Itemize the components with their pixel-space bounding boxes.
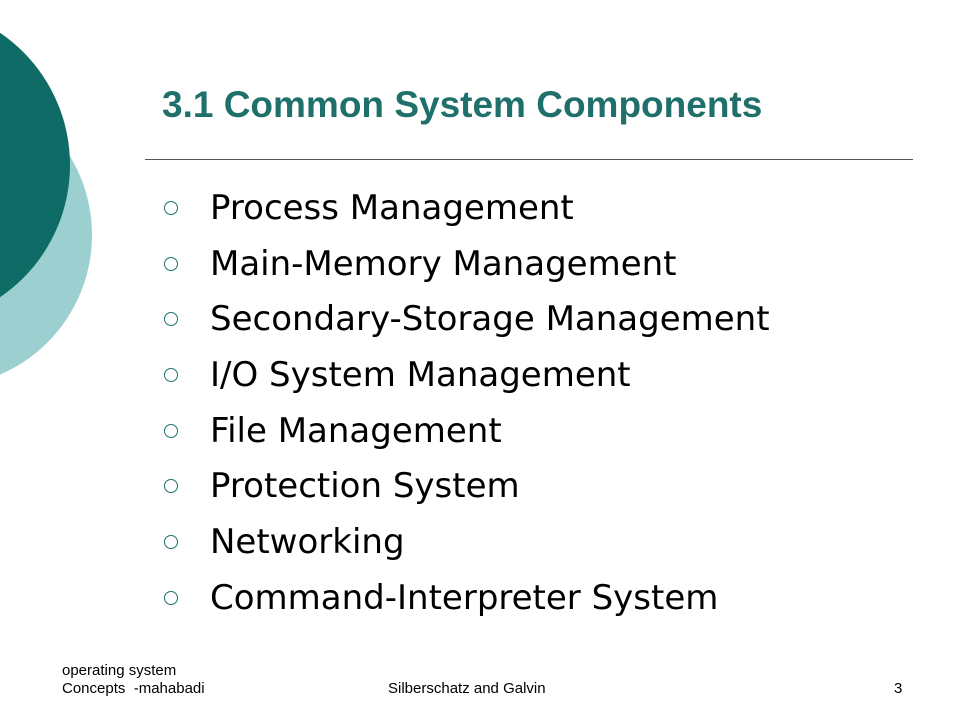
bullet-item-main-memory-management: Main-Memory Management: [160, 236, 770, 292]
bullet-label: File Management: [210, 410, 502, 451]
footer-authors: Silberschatz and Galvin: [388, 680, 546, 697]
bullet-label: Networking: [210, 521, 405, 562]
bullet-item-protection-system: Protection System: [160, 458, 770, 514]
footer-left-line1: operating system: [62, 662, 177, 679]
page-number: 3: [894, 680, 903, 697]
bullet-list: Process Management Main-Memory Managemen…: [160, 180, 770, 626]
hollow-circle-icon: [164, 590, 178, 605]
bullet-item-networking: Networking: [160, 514, 770, 570]
bullet-item-process-management: Process Management: [160, 180, 770, 236]
bullet-label: Secondary-Storage Management: [210, 299, 770, 340]
decorative-teal-circles: [0, 32, 92, 375]
bullet-item-file-management: File Management: [160, 403, 770, 459]
bullet-item-secondary-storage-management: Secondary-Storage Management: [160, 291, 770, 347]
footer-course-label: operating system Concepts -mahabadi: [62, 662, 205, 698]
hollow-circle-icon: [164, 312, 178, 327]
bullet-label: I/O System Management: [210, 354, 631, 395]
bullet-item-io-system-management: I/O System Management: [160, 347, 770, 403]
hollow-circle-icon: [164, 479, 178, 494]
bullet-label: Main-Memory Management: [210, 243, 677, 284]
dark-teal-circle: [0, 32, 70, 298]
hollow-circle-icon: [164, 256, 178, 271]
bullet-label: Process Management: [210, 187, 574, 228]
bullet-item-command-interpreter-system: Command-Interpreter System: [160, 570, 770, 626]
slide-title: 3.1 Common System Components: [162, 84, 763, 125]
bullet-label: Protection System: [210, 466, 520, 507]
hollow-circle-icon: [164, 200, 178, 215]
bullet-label: Command-Interpreter System: [210, 577, 719, 618]
hollow-circle-icon: [164, 534, 178, 549]
footer-left-line2: Concepts -mahabadi: [62, 680, 205, 697]
hollow-circle-icon: [164, 367, 178, 382]
hollow-circle-icon: [164, 423, 178, 438]
title-divider: [145, 159, 913, 160]
